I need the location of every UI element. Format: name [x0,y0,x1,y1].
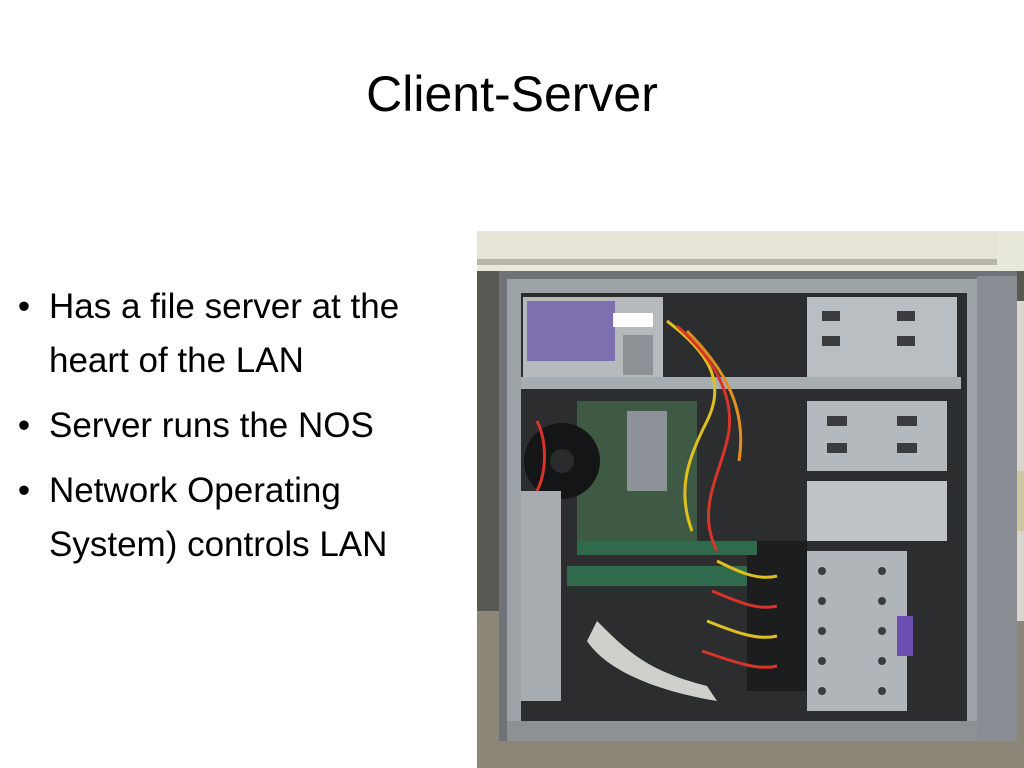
server-photo-drawing [477,231,1024,768]
slide-title: Client-Server [366,66,658,122]
bullet-text: Server runs the NOS [49,406,374,445]
bullet-item: • Server runs the NOS [14,399,464,453]
bullet-item: • Network Operating System) controls LAN [14,464,464,572]
bullet-text: Has a file server at the heart of the LA… [49,287,400,380]
bullet-marker: • [17,287,31,326]
bullet-marker: • [17,471,31,510]
bullet-item: • Has a file server at the heart of the … [14,280,464,388]
bullet-marker: • [17,406,31,445]
bullet-text: Network Operating System) controls LAN [49,471,388,564]
bullet-list: • Has a file server at the heart of the … [14,280,464,583]
server-photo [477,231,1024,768]
